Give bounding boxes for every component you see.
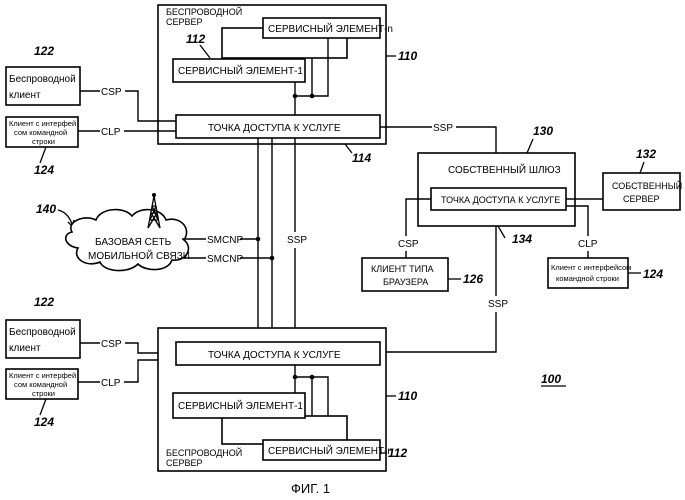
junction-top-1 xyxy=(293,94,298,99)
own-server-line1: СОБСТВЕННЫЙ xyxy=(612,180,682,191)
cli-bottom-ref: 124 xyxy=(34,415,54,429)
wireless-client-top-line2: клиент xyxy=(9,90,41,101)
gateway-access-leader xyxy=(498,226,505,238)
service-top-ref: 112 xyxy=(186,32,205,46)
browser-client-line2: БРАУЗЕРА xyxy=(383,277,428,287)
junction-bottom-1 xyxy=(293,375,298,380)
cli-right-ref: 124 xyxy=(643,267,663,281)
cli-top-line3: строки xyxy=(32,137,55,146)
ssp-gateway-down-b xyxy=(380,312,496,352)
junction-top-2 xyxy=(310,94,315,99)
cli-bottom-leader xyxy=(40,399,46,415)
service-bottom-ref: 112 xyxy=(388,446,407,460)
server-top-label-2: СЕРВЕР xyxy=(166,17,203,27)
service-element-n-top-label: СЕРВИСНЫЙ ЭЛЕМЕНТ-n xyxy=(268,22,393,35)
cli-right-line2: командной строки xyxy=(556,274,619,283)
browser-client-line1: КЛИЕНТ ТИПА xyxy=(371,264,434,274)
figure-caption: ФИГ. 1 xyxy=(291,481,330,496)
access-top-leader xyxy=(345,144,352,153)
access-point-bottom-label: ТОЧКА ДОСТУПА К УСЛУГЕ xyxy=(208,350,341,361)
server-bottom-ref: 110 xyxy=(398,389,417,403)
service-element-1-top-label: СЕРВИСНЫЙ ЭЛЕМЕНТ-1 xyxy=(178,64,303,77)
cli-top-ref: 124 xyxy=(34,163,54,177)
gateway-leader xyxy=(527,139,533,153)
client-top-ref: 122 xyxy=(34,44,54,58)
access-point-top-label: ТОЧКА ДОСТУПА К УСЛУГЕ xyxy=(208,123,341,134)
own-server-ref: 132 xyxy=(636,147,656,161)
gateway-access-ref: 134 xyxy=(512,232,532,246)
gateway-ref: 130 xyxy=(533,124,553,138)
gateway-access-label: ТОЧКА ДОСТУПА К УСЛУГЕ xyxy=(441,195,560,205)
cli-top-line2: сом командной xyxy=(14,128,67,137)
wireless-client-bottom-line2: клиент xyxy=(9,343,41,354)
csp-label-bottom: CSP xyxy=(101,339,122,350)
ssp-to-gateway-b xyxy=(456,127,496,153)
own-server-leader xyxy=(640,162,644,173)
server-bottom-label-1: БЕСПРОВОДНОЙ xyxy=(166,447,242,458)
ssp-gateway-down-label: SSP xyxy=(488,299,508,310)
ssp-vertical-label: SSP xyxy=(287,235,307,246)
network-label-2: МОБИЛЬНОЙ СВЯЗИ xyxy=(88,249,190,262)
csp-label-top: CSP xyxy=(101,87,122,98)
cli-bottom-line1: Клиент с интерфей xyxy=(9,371,76,380)
csp-browser-label: CSP xyxy=(398,239,419,250)
service-element-n-bottom-label: СЕРВИСНЫЙ ЭЛЕМЕНТ-n xyxy=(268,444,393,457)
server-top-ref: 110 xyxy=(398,49,417,63)
wireless-client-top-line1: Беспроводной xyxy=(9,74,76,85)
service-element-1-bottom-label: СЕРВИСНЫЙ ЭЛЕМЕНТ-1 xyxy=(178,399,303,412)
smcnp-label-2: SMCNP xyxy=(207,254,243,265)
cli-bottom-line2: сом командной xyxy=(14,380,67,389)
clp-label-top: CLP xyxy=(101,127,121,138)
browser-client-ref: 126 xyxy=(463,272,483,286)
clp-label-bottom: CLP xyxy=(101,378,121,389)
access-point-top-ref: 114 xyxy=(352,151,371,165)
client-top: 122 Беспроводной клиент CSP xyxy=(6,44,176,121)
own-server-line2: СЕРВЕР xyxy=(623,194,660,204)
mobile-network: 140 БАЗОВАЯ СЕТЬ МОБИЛЬНОЙ СВЯЗИ SMCNP S… xyxy=(36,193,274,271)
own-server-box xyxy=(603,173,680,210)
gateway-label: СОБСТВЕННЫЙ ШЛЮЗ xyxy=(448,163,561,176)
server-top-label-1: БЕСПРОВОДНОЙ xyxy=(166,6,242,17)
server-bottom: ТОЧКА ДОСТУПА К УСЛУГЕ СЕРВИСНЫЙ ЭЛЕМЕНТ… xyxy=(158,328,417,471)
server-top: БЕСПРОВОДНОЙ СЕРВЕР 110 СЕРВИСНЫЙ ЭЛЕМЕН… xyxy=(158,5,417,165)
smcnp-label-1: SMCNP xyxy=(207,235,243,246)
cli-top-line1: Клиент с интерфей xyxy=(9,119,76,128)
network-ref: 140 xyxy=(36,202,56,216)
server-bottom-label-2: СЕРВЕР xyxy=(166,458,203,468)
cli-right-line1: Клиент с интерфейсом xyxy=(551,263,631,272)
own-gateway: 130 СОБСТВЕННЫЙ ШЛЮЗ ТОЧКА ДОСТУПА К УСЛ… xyxy=(418,124,603,246)
cli-bottom: Клиент с интерфей сом командной строки 1… xyxy=(6,360,176,429)
client-bottom-ref: 122 xyxy=(34,295,54,309)
backbone: SSP xyxy=(258,138,307,342)
clp-right-label: CLP xyxy=(578,239,598,250)
system-ref: 100 xyxy=(541,372,561,386)
client-bottom: 122 Беспроводной клиент CSP xyxy=(6,295,176,358)
own-server: 132 СОБСТВЕННЫЙ СЕРВЕР xyxy=(603,147,682,210)
network-label-1: БАЗОВАЯ СЕТЬ xyxy=(95,237,172,248)
junction-bottom-2 xyxy=(310,375,315,380)
cli-top: Клиент с интерфей сом командной строки 1… xyxy=(6,117,176,177)
network-leader xyxy=(58,210,72,224)
cli-top-leader xyxy=(40,147,46,163)
wireless-client-bottom-line1: Беспроводной xyxy=(9,327,76,338)
ssp-to-gateway-label: SSP xyxy=(433,123,453,134)
cli-bottom-line3: строки xyxy=(32,389,55,398)
